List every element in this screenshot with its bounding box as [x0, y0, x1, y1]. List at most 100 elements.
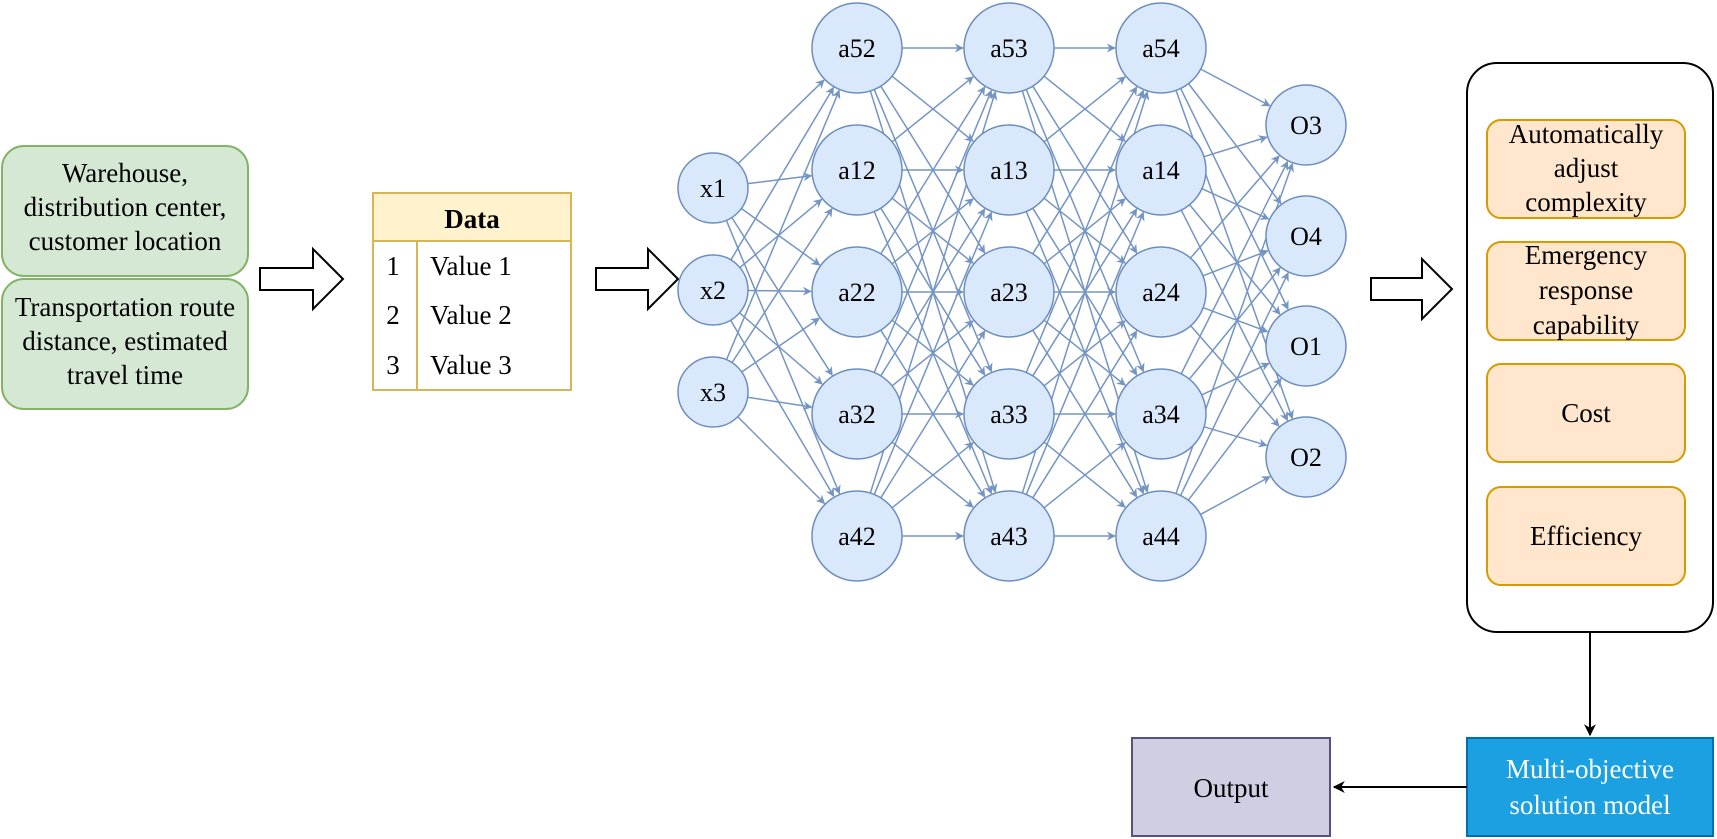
- node-a44: a44: [1115, 490, 1207, 582]
- edge-x1-a32: [731, 217, 833, 376]
- node-label: a32: [838, 400, 876, 429]
- objective-emergency-line-3: capability: [1533, 310, 1640, 340]
- edge-a24-O2: [1190, 325, 1280, 427]
- edge-x3-a22: [741, 317, 820, 373]
- edge-a54-O1: [1180, 88, 1289, 310]
- edge-a14-O4: [1201, 187, 1270, 220]
- input-box-route-line-1: Transportation route: [15, 292, 235, 322]
- objective-emergency: Emergency response capability: [1486, 240, 1686, 341]
- node-a22: a22: [811, 246, 903, 338]
- node-label: x1: [700, 174, 726, 203]
- edge-a44-O4: [1179, 272, 1289, 496]
- edge-x1-a42: [725, 220, 841, 495]
- edge-x2-a32: [739, 312, 823, 385]
- edge-x1-a22: [740, 207, 821, 266]
- edge-x3-a42: [737, 416, 826, 505]
- edge-x2-a42: [730, 319, 835, 498]
- objective-complexity-line-3: complexity: [1525, 187, 1647, 217]
- edge-x2-a52: [730, 86, 835, 261]
- edge-a54-O4: [1187, 83, 1282, 205]
- data-table-index-1: 1: [386, 251, 400, 281]
- node-a42: a42: [811, 490, 903, 582]
- solution-model-line-1: Multi-objective: [1506, 754, 1674, 784]
- node-label: O2: [1290, 443, 1322, 472]
- objective-cost: Cost: [1486, 363, 1686, 463]
- solution-model-box: Multi-objective solution model: [1466, 737, 1714, 837]
- output-box: Output: [1131, 737, 1331, 837]
- edge-a32-a53: [873, 89, 993, 373]
- node-circle: [811, 2, 903, 94]
- node-circle: [1115, 124, 1207, 216]
- edge-a14-O1: [1189, 204, 1281, 316]
- edge-a33-a54: [1025, 89, 1145, 373]
- edge-a14-O3: [1203, 135, 1268, 158]
- node-circle: [1115, 368, 1207, 460]
- objective-efficiency-label: Efficiency: [1530, 521, 1642, 551]
- node-label: a14: [1142, 156, 1180, 185]
- node-label: O1: [1290, 332, 1322, 361]
- node-label: a24: [1142, 278, 1180, 307]
- data-table-index-3: 3: [386, 350, 400, 380]
- node-a13: a13: [963, 124, 1055, 216]
- node-circle: [963, 246, 1055, 338]
- node-circle: [963, 490, 1055, 582]
- node-x3: x3: [677, 356, 749, 428]
- input-box-route: Transportation route distance, estimated…: [1, 278, 249, 410]
- node-label: a53: [990, 34, 1028, 63]
- node-circle: [1265, 305, 1347, 387]
- node-label: a22: [838, 278, 876, 307]
- flow-arrow-1: [259, 246, 345, 312]
- node-circle: [811, 368, 903, 460]
- edge-a43-a24: [1032, 330, 1138, 499]
- edge-a22-a53: [880, 86, 986, 255]
- edge-a24-O4: [1202, 249, 1269, 277]
- node-o1: O1: [1265, 305, 1347, 387]
- node-label: a13: [990, 156, 1028, 185]
- edge-a13-a54: [1043, 76, 1126, 143]
- node-label: x2: [700, 276, 726, 305]
- edge-x3-a32: [747, 396, 813, 411]
- node-circle: [963, 124, 1055, 216]
- node-label: x3: [700, 378, 726, 407]
- node-a14: a14: [1115, 124, 1207, 216]
- node-circle: [811, 490, 903, 582]
- edge-a34-O2: [1203, 426, 1268, 448]
- edge-x3-a12: [731, 207, 833, 364]
- edge-a14-O2: [1180, 209, 1289, 422]
- node-a23: a23: [963, 246, 1055, 338]
- solution-model-line-2: solution model: [1509, 790, 1670, 820]
- edge-x2-a12: [739, 198, 823, 269]
- flow-arrow-3: [1370, 256, 1454, 322]
- edge-a23-a54: [1032, 86, 1138, 255]
- data-table-value-3: Value 3: [430, 350, 512, 380]
- edge-a24-O1: [1202, 307, 1269, 334]
- edge-a43-a14: [1025, 211, 1145, 495]
- objective-complexity: Automatically adjust complexity: [1486, 119, 1686, 219]
- input-box-locations-line-3: customer location: [29, 226, 222, 256]
- node-label: a52: [838, 34, 876, 63]
- node-label: a12: [838, 156, 876, 185]
- node-a32: a32: [811, 368, 903, 460]
- node-circle: [1265, 195, 1347, 277]
- data-table-header: Data: [444, 204, 500, 234]
- node-circle: [963, 2, 1055, 94]
- edge-a54-O3: [1200, 68, 1271, 107]
- edge-a43-a34: [1043, 442, 1126, 509]
- output-label: Output: [1193, 773, 1269, 803]
- objective-cost-label: Cost: [1561, 398, 1611, 428]
- node-label: a33: [990, 400, 1028, 429]
- node-circle: [1265, 84, 1347, 166]
- node-label: a54: [1142, 34, 1180, 63]
- node-label: a34: [1142, 400, 1180, 429]
- edge-a44-O1: [1187, 377, 1282, 501]
- data-table-value-1: Value 1: [430, 251, 512, 281]
- edge-a34-O4: [1188, 267, 1281, 380]
- node-label: a43: [990, 522, 1028, 551]
- flow-arrow-2: [595, 246, 680, 312]
- objective-emergency-line-2: response: [1539, 275, 1633, 305]
- node-circle: [1115, 246, 1207, 338]
- input-box-locations-line-2: distribution center,: [24, 192, 227, 222]
- edge-x1-a52: [737, 79, 825, 165]
- node-a52: a52: [811, 2, 903, 94]
